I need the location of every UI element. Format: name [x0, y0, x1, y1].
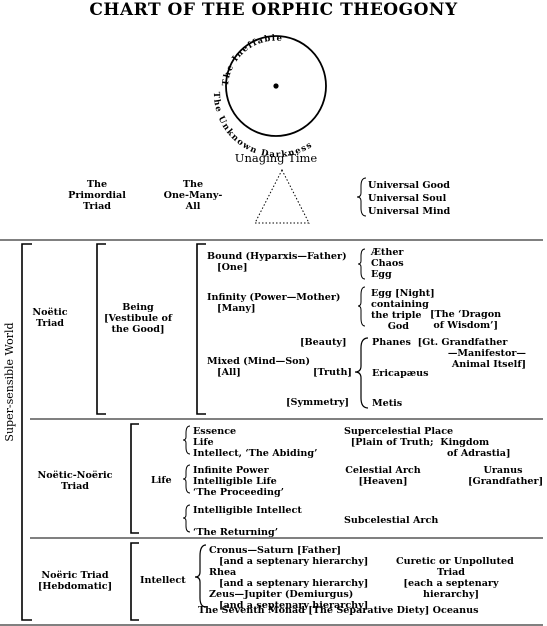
- super-sensible-label: Super-sensible World: [3, 322, 16, 441]
- super-sensible-bracket: [21, 243, 32, 621]
- subcelestial-arch: Subcelestial Arch: [344, 515, 439, 526]
- intellect-label: Intellect: [140, 575, 186, 586]
- unknown-darkness-arc-text: The Unknown Darkness: [211, 92, 315, 160]
- life-bracket: [130, 423, 139, 534]
- cronus-brace: [194, 544, 207, 608]
- infinity-label: Infinity (Power—Mother) [Many]: [207, 292, 341, 314]
- adrastia-label: of Adrastia]: [447, 448, 511, 459]
- noetic-triad-label: Noëtic Triad: [32, 307, 68, 329]
- symmetry-label: [Symmetry]: [286, 397, 350, 408]
- dragon-of-wisdom: [The ‘Dragon of Wisdom’]: [430, 309, 502, 331]
- curetic-triad: Curetic or Unpolluted Triad [each a sept…: [396, 556, 514, 600]
- phanes-brace: [354, 337, 369, 409]
- infinite-power-group: Infinite Power Intelligible Life ‘The Pr…: [193, 465, 284, 498]
- unaging-time-circle: [225, 35, 327, 137]
- ineffable-arc-text: The Ineffable: [221, 34, 284, 87]
- primordial-triangle: [254, 168, 310, 224]
- seventh-monad: The Seventh Monad [The Separative Diety]…: [198, 605, 479, 616]
- noeric-triad-label: Noëric Triad [Hebdomatic]: [37, 570, 113, 592]
- center-dot: [273, 83, 279, 89]
- cronus-rhea-zeus-list: Cronus—Saturn [Father] [and a septenary …: [209, 545, 369, 611]
- infinity-brace: [357, 286, 366, 327]
- essence-group: Essence Life Intellect, ‘The Abiding’: [193, 426, 318, 459]
- uranus-label: Uranus [Grandfather]: [468, 465, 544, 487]
- beauty-label: [Beauty]: [300, 337, 347, 348]
- universals-list: Universal Good Universal Soul Universal …: [368, 180, 451, 217]
- supercelestial-place: Supercelestial Place [Plain of Truth; Ki…: [344, 426, 490, 448]
- noetic-noeric-label: Noëtic-Noëric Triad: [37, 470, 113, 492]
- ericapaeus-label: Ericapæus: [372, 368, 429, 379]
- one-many-all-label: The One-Many- All: [163, 179, 223, 212]
- bound-label: Bound (Hyparxis—Father) [One]: [207, 251, 347, 273]
- primordial-triad-label: The Primordial Triad: [68, 179, 126, 212]
- phanes-block: Phanes [Gt. Grandfather: [372, 337, 508, 348]
- being-bracket: [96, 243, 106, 415]
- mixed-label: Mixed (Mind—Son) [All]: [207, 356, 311, 378]
- infinity-right-list: Egg [Night] containing the triple God: [371, 288, 435, 332]
- essence-brace: [182, 425, 191, 455]
- universals-brace: [356, 177, 367, 217]
- bound-right-list: Æther Chaos Egg: [371, 247, 404, 280]
- being-label: Being [Vestibule of the Good]: [104, 302, 172, 335]
- power-brace: [182, 464, 191, 494]
- truth-label: [Truth]: [313, 367, 352, 378]
- intellect-bracket: [130, 542, 139, 621]
- intellect-brace: [182, 504, 191, 533]
- page-title: CHART OF THE ORPHIC THEOGONY: [89, 0, 458, 20]
- phanes-manifestor: —Manifestor— Animal Itself]: [447, 348, 526, 370]
- intelligible-intellect-group: Intelligible Intellect ‘The Returning’: [193, 505, 302, 538]
- triad-bracket: [196, 243, 206, 415]
- bound-brace: [357, 248, 366, 280]
- svg-text:Super-sensible World: Super-sensible World: [3, 322, 16, 441]
- celestial-arch: Celestial Arch [Heaven]: [345, 465, 421, 487]
- life-label: Life: [151, 475, 172, 486]
- metis-label: Metis: [372, 398, 403, 409]
- unaging-time-caption: Unaging Time: [234, 151, 318, 165]
